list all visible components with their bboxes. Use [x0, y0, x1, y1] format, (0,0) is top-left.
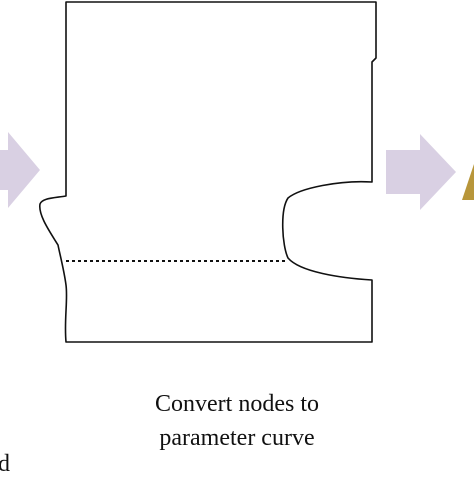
specimen-outline	[39, 1, 377, 343]
right-process-arrow	[386, 134, 456, 210]
left-edge-text-fragment: d	[0, 451, 10, 477]
left-process-arrow	[0, 132, 40, 208]
caption-line-1: Convert nodes to	[155, 391, 319, 417]
partial-next-step-shape	[462, 164, 474, 200]
caption-line-2: parameter curve	[159, 425, 315, 451]
